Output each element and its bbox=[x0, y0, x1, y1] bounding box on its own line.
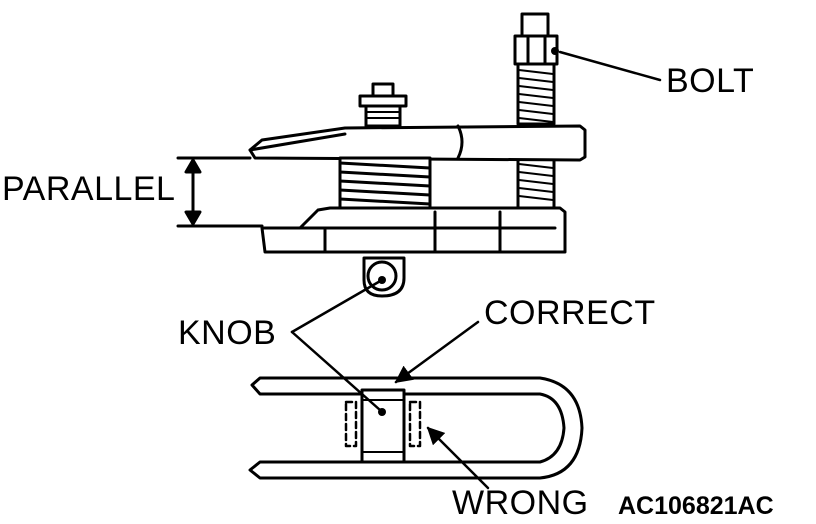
top-screw bbox=[358, 82, 408, 128]
upper-plate bbox=[248, 124, 587, 162]
knob-leader-dot-side bbox=[378, 276, 386, 284]
bolt bbox=[513, 12, 559, 210]
lower-plate bbox=[260, 206, 567, 254]
bolt-leader-dot bbox=[551, 47, 559, 55]
parallel-label: PARALLEL bbox=[2, 170, 176, 208]
bolt-label: BOLT bbox=[666, 62, 755, 100]
spring bbox=[338, 156, 432, 212]
correct-label: CORRECT bbox=[484, 294, 656, 332]
knob-label: KNOB bbox=[178, 314, 277, 352]
figure-id: AC106821AC bbox=[618, 492, 774, 520]
knob-leader-dot-top bbox=[378, 408, 386, 416]
leaders bbox=[290, 50, 662, 490]
wrong-label: WRONG bbox=[452, 484, 589, 522]
clip-top-view bbox=[248, 376, 584, 480]
parallel-dimension bbox=[176, 156, 264, 228]
